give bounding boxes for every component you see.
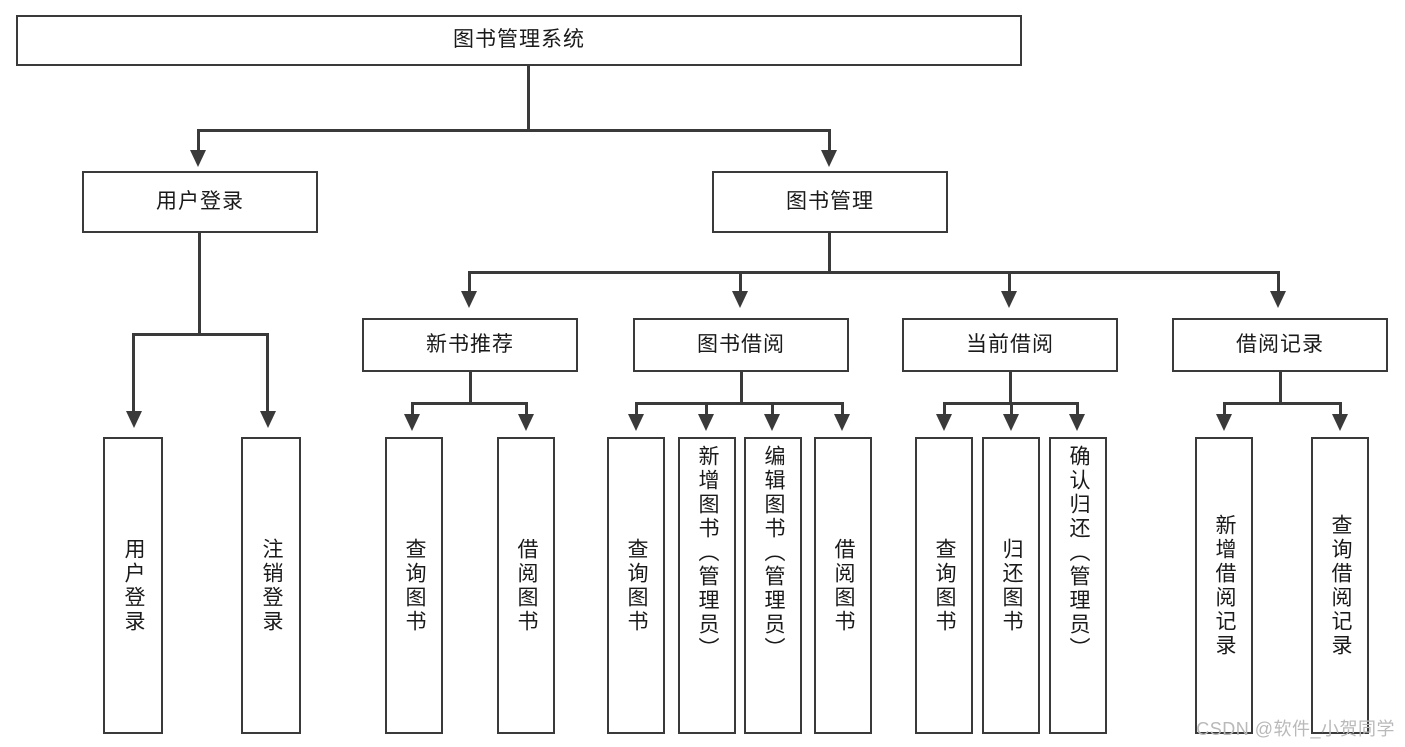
connector-l2-drop-4: [1277, 271, 1280, 293]
connector-br-bus: [1223, 402, 1342, 405]
node-label: 查询图书: [933, 537, 957, 634]
node-label: 新书推荐: [426, 332, 514, 356]
node-user-login[interactable]: 用户登录: [82, 171, 318, 233]
leaf-return-book[interactable]: 归还图书: [982, 437, 1040, 734]
node-borrow-record[interactable]: 借阅记录: [1172, 318, 1388, 372]
connector-nbr-bus: [411, 402, 528, 405]
arrowhead-new-book-recommend: [461, 291, 477, 308]
node-book-borrow[interactable]: 图书借阅: [633, 318, 849, 372]
arrowhead-current-borrow: [1001, 291, 1017, 308]
node-label: 新增图书（管理员）: [696, 445, 720, 661]
arrowhead-nbr-leaf-1: [404, 414, 420, 431]
node-label: 新增借阅记录: [1213, 513, 1237, 658]
arrowhead-br-leaf-2: [1332, 414, 1348, 431]
arrowhead-book-manage: [821, 150, 837, 167]
leaf-borrow-book[interactable]: 借阅图书: [814, 437, 872, 734]
connector-bb-stem: [740, 372, 743, 404]
node-label: 注销登录: [260, 537, 284, 634]
node-label: 用户登录: [156, 189, 244, 213]
node-label: 确认归还（管理员）: [1067, 445, 1091, 661]
connector-user-login-stem: [198, 233, 201, 335]
arrowhead-user-login: [190, 150, 206, 167]
arrowhead-bb-leaf-4: [834, 414, 850, 431]
connector-cb-stem: [1009, 372, 1012, 404]
connector-user-login-drop-1: [132, 333, 135, 413]
connector-cb-drop-2: [1010, 402, 1013, 416]
arrowhead-cb-leaf-2: [1003, 414, 1019, 431]
connector-root-bus: [197, 129, 830, 132]
leaf-add-book-admin[interactable]: 新增图书（管理员）: [678, 437, 736, 734]
arrowhead-leaf-logout: [260, 411, 276, 428]
arrowhead-nbr-leaf-2: [518, 414, 534, 431]
connector-nbr-drop-1: [411, 402, 414, 416]
connector-nbr-drop-2: [525, 402, 528, 416]
node-label: 查询图书: [403, 537, 427, 634]
node-book-management[interactable]: 图书管理: [712, 171, 948, 233]
connector-book-manage-bus: [468, 271, 1280, 274]
connector-root-drop-right: [828, 129, 831, 153]
connector-bb-drop-4: [841, 402, 844, 416]
connector-book-manage-stem: [828, 233, 831, 273]
node-label: 查询图书: [625, 537, 649, 634]
connector-br-drop-2: [1339, 402, 1342, 416]
arrowhead-bb-leaf-2: [698, 414, 714, 431]
leaf-query-borrow-record[interactable]: 查询借阅记录: [1311, 437, 1369, 734]
node-new-book-recommend[interactable]: 新书推荐: [362, 318, 578, 372]
node-label: 图书借阅: [697, 332, 785, 356]
connector-nbr-stem: [469, 372, 472, 404]
leaf-confirm-return-admin[interactable]: 确认归还（管理员）: [1049, 437, 1107, 734]
arrowhead-br-leaf-1: [1216, 414, 1232, 431]
connector-l2-drop-2: [739, 271, 742, 293]
connector-user-login-drop-2: [266, 333, 269, 413]
connector-root-stem: [527, 66, 530, 131]
node-label: 当前借阅: [966, 332, 1054, 356]
connector-user-login-bus: [132, 333, 268, 336]
leaf-query-book-recommend[interactable]: 查询图书: [385, 437, 443, 734]
node-current-borrow[interactable]: 当前借阅: [902, 318, 1118, 372]
arrowhead-bb-leaf-1: [628, 414, 644, 431]
watermark: CSDN @软件_小贺同学: [1196, 719, 1395, 739]
connector-bb-drop-3: [771, 402, 774, 416]
connector-bb-bus: [635, 402, 844, 405]
connector-bb-drop-1: [635, 402, 638, 416]
leaf-edit-book-admin[interactable]: 编辑图书（管理员）: [744, 437, 802, 734]
arrowhead-cb-leaf-1: [936, 414, 952, 431]
arrowhead-borrow-record: [1270, 291, 1286, 308]
node-label: 借阅图书: [515, 537, 539, 634]
node-label: 查询借阅记录: [1329, 513, 1353, 658]
node-label: 图书管理: [786, 189, 874, 213]
node-label: 借阅图书: [832, 537, 856, 634]
connector-l2-drop-1: [468, 271, 471, 293]
leaf-add-borrow-record[interactable]: 新增借阅记录: [1195, 437, 1253, 734]
connector-root-drop-left: [197, 129, 200, 153]
connector-br-stem: [1279, 372, 1282, 404]
arrowhead-book-borrow: [732, 291, 748, 308]
leaf-query-book-current[interactable]: 查询图书: [915, 437, 973, 734]
arrowhead-leaf-user-login: [126, 411, 142, 428]
node-label: 借阅记录: [1236, 332, 1324, 356]
arrowhead-bb-leaf-3: [764, 414, 780, 431]
leaf-query-book-borrow[interactable]: 查询图书: [607, 437, 665, 734]
connector-l2-drop-3: [1008, 271, 1011, 293]
connector-br-drop-1: [1223, 402, 1226, 416]
arrowhead-cb-leaf-3: [1069, 414, 1085, 431]
leaf-logout[interactable]: 注销登录: [241, 437, 301, 734]
leaf-user-login[interactable]: 用户登录: [103, 437, 163, 734]
node-label: 归还图书: [1000, 537, 1024, 634]
node-label: 编辑图书（管理员）: [762, 445, 786, 661]
connector-cb-drop-1: [943, 402, 946, 416]
connector-cb-drop-3: [1076, 402, 1079, 416]
node-root-system[interactable]: 图书管理系统: [16, 15, 1022, 66]
node-label: 图书管理系统: [453, 28, 585, 52]
connector-bb-drop-2: [705, 402, 708, 416]
node-label: 用户登录: [122, 537, 146, 634]
leaf-borrow-book-recommend[interactable]: 借阅图书: [497, 437, 555, 734]
